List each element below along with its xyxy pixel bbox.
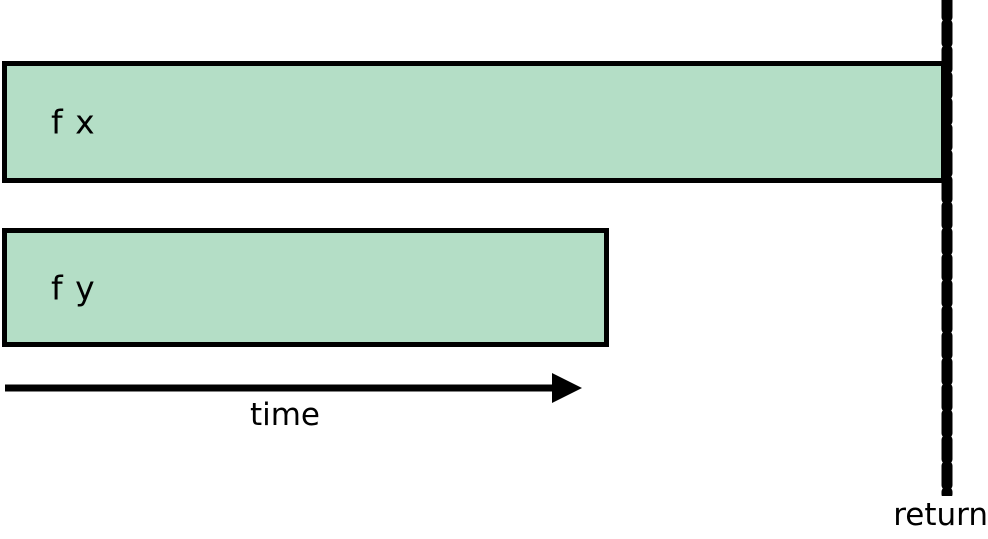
- timeline-bar-fx-label: f x: [51, 102, 96, 142]
- return-marker-line: [941, 0, 953, 496]
- timeline-bar-fx: f x: [2, 61, 946, 183]
- time-axis-label: time: [249, 397, 321, 433]
- return-marker-label: return: [893, 497, 988, 533]
- timeline-bar-fy-label: f y: [51, 268, 96, 307]
- timeline-bar-fy: f y: [2, 228, 609, 347]
- time-axis-arrow: [5, 373, 582, 403]
